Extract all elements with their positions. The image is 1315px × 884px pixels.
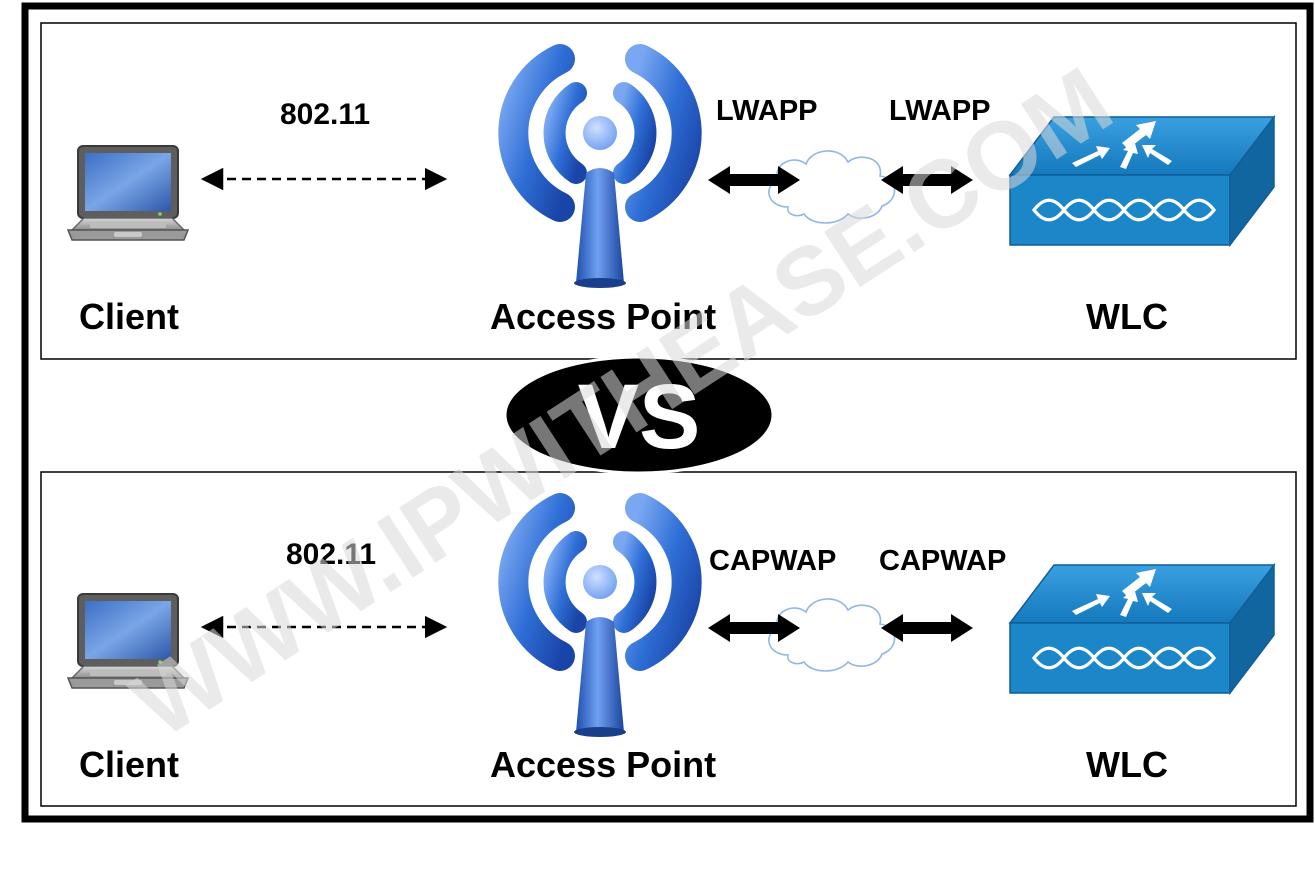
bottom-panel: Client 802.11 Access Point CAPWAP CAPWAP… [40, 471, 1297, 807]
wlc-label: WLC [1086, 744, 1168, 785]
wlc-side-protocol-label: CAPWAP [879, 545, 1006, 577]
wlc-side-protocol-label: LWAPP [889, 95, 991, 127]
wlc-label: WLC [1086, 296, 1168, 337]
access-point-label: Access Point [490, 296, 716, 337]
laptop-icon [67, 145, 189, 241]
ap-side-protocol-label: CAPWAP [709, 545, 836, 577]
client-link-label: 802.11 [280, 98, 370, 131]
vs-badge: VS [503, 355, 775, 475]
wireless-lan-controller-icon [1008, 563, 1276, 695]
top-panel: Client 802.11 Access Point LWAPP LWAPP W… [40, 22, 1297, 360]
access-point-label: Access Point [490, 744, 716, 785]
client-link-label: 802.11 [286, 538, 376, 571]
client-label: Client [79, 296, 179, 337]
vs-label: VS [578, 366, 701, 468]
ap-side-protocol-label: LWAPP [716, 95, 818, 127]
client-label: Client [79, 744, 179, 785]
